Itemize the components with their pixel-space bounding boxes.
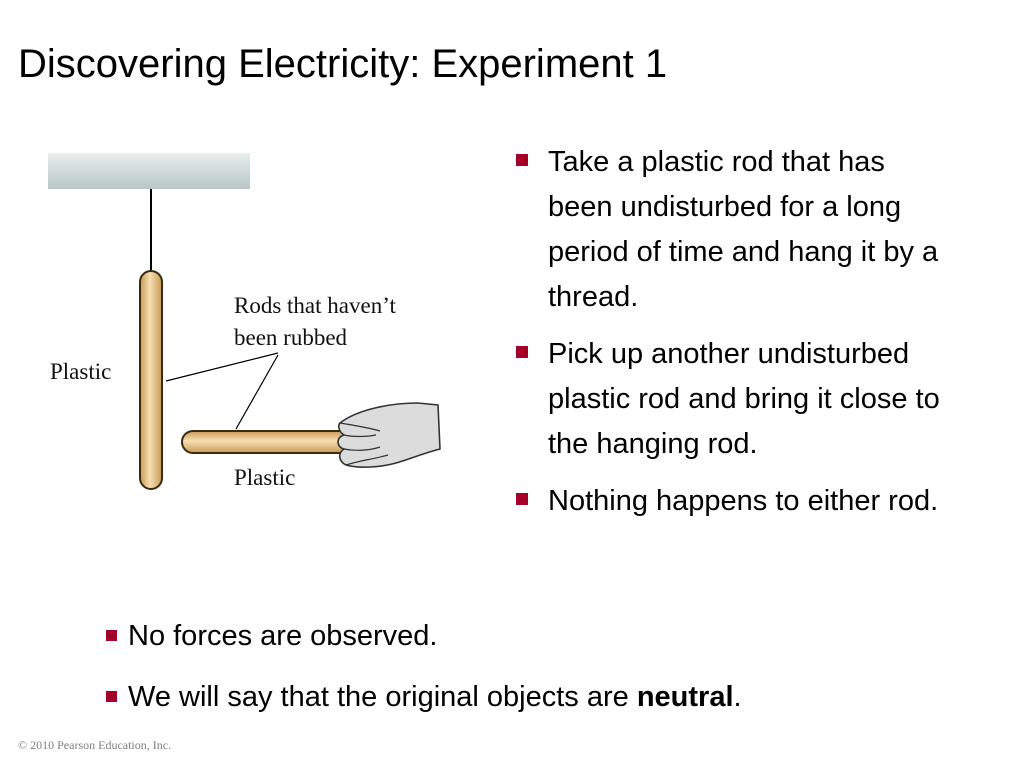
square-bullet-icon (516, 154, 528, 166)
square-bullet-icon (516, 346, 528, 358)
bullet-item: Take a plastic rod that has been undistu… (512, 140, 942, 320)
slide-title: Discovering Electricity: Experiment 1 (18, 42, 668, 86)
hanging-plastic-rod (139, 270, 163, 490)
hand-icon (337, 402, 441, 468)
bullet-text-suffix: . (733, 681, 742, 713)
square-bullet-icon (516, 493, 528, 505)
bullet-text-prefix: We will say that the original objects ar… (128, 681, 637, 713)
label-rods-unrubbed-line2: been rubbed (234, 325, 348, 350)
right-bullet-list: Take a plastic rod that has been undistu… (512, 140, 942, 536)
bullet-item: Pick up another undisturbed plastic rod … (512, 332, 942, 467)
copyright-notice: © 2010 Pearson Education, Inc. (18, 738, 172, 752)
label-plastic-held: Plastic (234, 465, 295, 490)
label-rods-unrubbed: Rods that haven’t (234, 293, 396, 318)
bullet-text: Take a plastic rod that has been undistu… (548, 146, 939, 313)
bullet-text: No forces are observed. (128, 620, 438, 652)
bullet-text: Pick up another undisturbed plastic rod … (548, 338, 940, 460)
bullet-item: No forces are observed. (104, 614, 964, 659)
experiment-figure: Rods that haven’t been rubbed Plastic Pl… (40, 145, 460, 505)
pointer-line-hanging (165, 352, 279, 382)
square-bullet-icon (106, 691, 117, 702)
bullet-text: Nothing happens to either rod. (548, 485, 939, 517)
square-bullet-icon (106, 630, 117, 641)
bullet-item: We will say that the original objects ar… (104, 675, 964, 720)
bottom-bullet-list: No forces are observed. We will say that… (104, 614, 964, 736)
pointer-line-held (235, 354, 279, 430)
bold-term-neutral: neutral (636, 681, 734, 713)
ceiling-bar (48, 153, 250, 189)
label-plastic-hanging: Plastic (50, 359, 111, 384)
rods-illustration: Rods that haven’t been rubbed Plastic Pl… (48, 153, 441, 490)
bullet-item: Nothing happens to either rod. (512, 479, 942, 524)
